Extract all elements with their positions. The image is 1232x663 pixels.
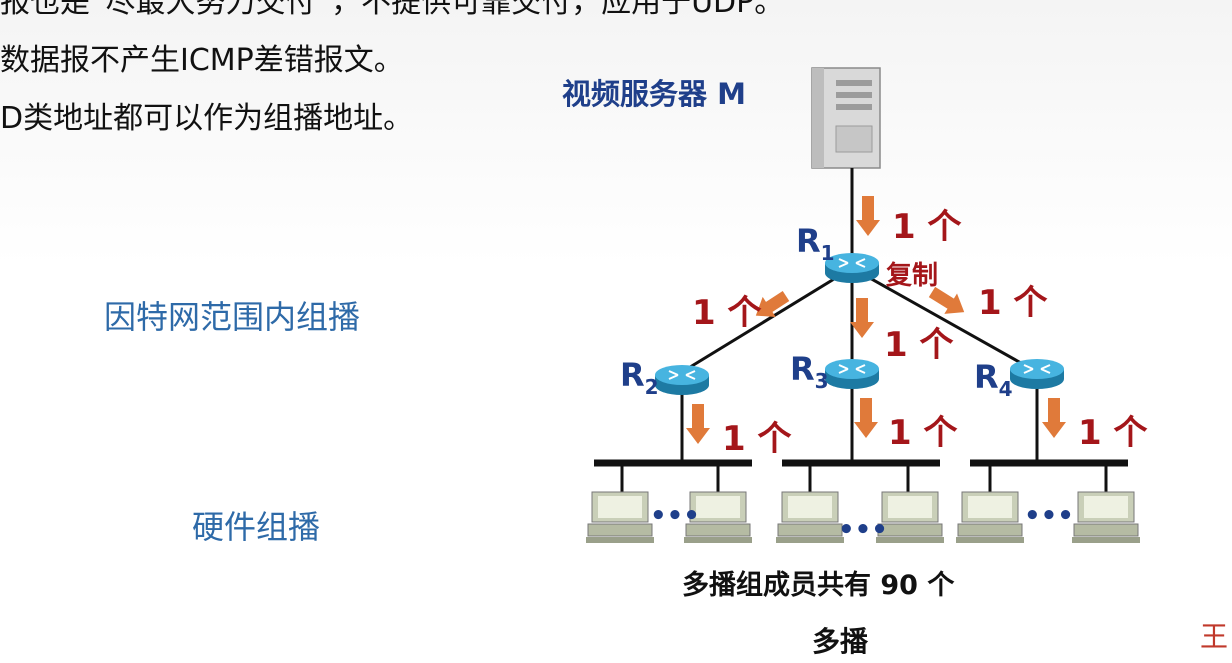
arrow-down-icon <box>850 298 874 338</box>
network-links <box>680 168 1039 463</box>
router-label-r4: R4 <box>974 358 1013 401</box>
arrow-down-icon <box>856 196 880 236</box>
hosts-ellipsis: ••• <box>838 515 888 545</box>
diagram-caption: 多播 <box>812 625 869 658</box>
router-label-r3: R3 <box>790 350 829 393</box>
arrow-down-icon <box>1042 398 1066 438</box>
packet-count-label: 1 个 <box>1078 413 1148 453</box>
arrow-down-icon <box>854 398 878 438</box>
lan-segments <box>594 459 1128 492</box>
members-label: 多播组成员共有 90 个 <box>682 569 955 601</box>
server-icon <box>811 67 881 169</box>
hardware-multicast-label: 硬件组播 <box>192 508 321 546</box>
packet-count-label: 1 个 <box>722 419 792 459</box>
bullet-line-3: D类地址都可以作为组播地址。 <box>0 101 414 136</box>
router-icon <box>654 364 710 396</box>
router-icon <box>824 358 880 390</box>
packet-count-label: 1 个 <box>892 207 962 247</box>
host-computer-icon <box>1071 491 1141 544</box>
host-computer-icon <box>955 491 1025 544</box>
hosts-ellipsis: ••• <box>650 501 700 531</box>
server-label: 视频服务器 M <box>562 77 746 111</box>
router-label-r1: R1 <box>796 222 835 265</box>
internet-multicast-label: 因特网范围内组播 <box>104 298 361 336</box>
arrow-down-icon <box>686 404 710 444</box>
packet-count-label: 1 个 <box>692 293 762 333</box>
host-computer-icon <box>585 491 655 544</box>
packet-count-label: 1 个 <box>978 283 1048 323</box>
copy-label: 复制 <box>886 261 938 291</box>
hosts-ellipsis: ••• <box>1024 501 1074 531</box>
bullet-line-2: 数据报不产生ICMP差错报文。 <box>0 43 404 78</box>
packet-count-label: 1 个 <box>884 325 954 365</box>
arrow-down-left-icon <box>755 290 790 317</box>
corner-author-text: 王 <box>1200 620 1228 653</box>
packet-count-label: 1 个 <box>888 413 958 453</box>
router-label-r2: R2 <box>620 356 659 399</box>
bullet-line-1: 报也是“尽最大努力交付”，不提供可靠交付，应用于UDP。 <box>0 0 785 20</box>
router-icon <box>1009 358 1065 390</box>
host-computer-icon <box>775 491 845 544</box>
arrow-down-right-icon <box>928 286 965 314</box>
